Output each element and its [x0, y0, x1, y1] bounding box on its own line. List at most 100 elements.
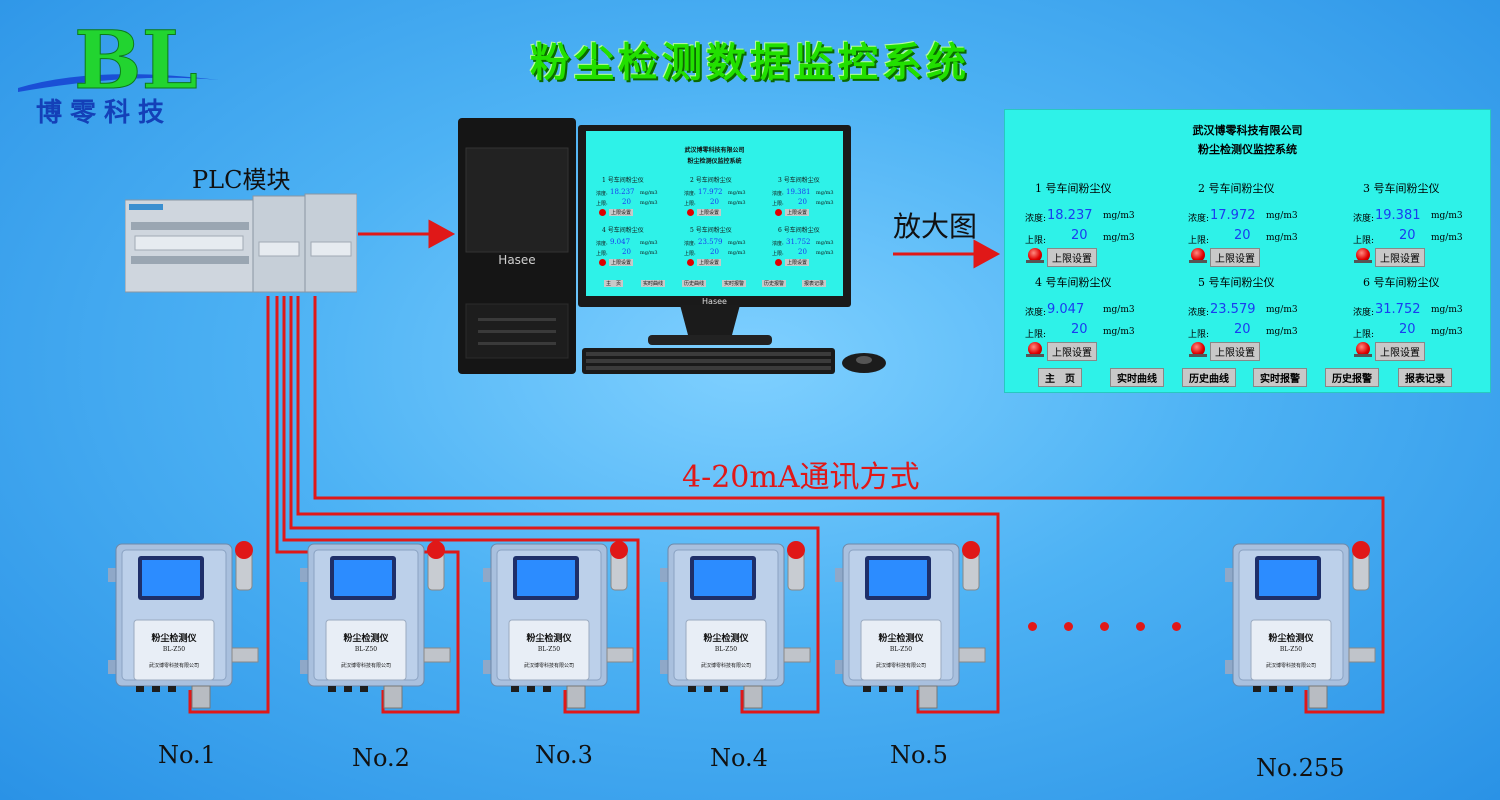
detector-model: BL-Z50: [537, 646, 561, 653]
mini-limit-label: 上限:: [684, 251, 696, 257]
nav-button[interactable]: 主 页: [1038, 368, 1082, 387]
plc-module-icon: [125, 193, 357, 293]
mini-conc-label: 浓度:: [684, 241, 696, 247]
mini-limit-value: 20: [622, 248, 631, 256]
conc-unit: mg/m3: [1266, 305, 1298, 315]
mini-limit-button[interactable]: 上限设置: [609, 209, 634, 216]
mini-limit-unit: mg/m3: [816, 250, 834, 256]
mini-conc-label: 浓度:: [772, 191, 784, 197]
mini-conc-unit: mg/m3: [640, 240, 658, 246]
mini-unit-name: 1 号车间粉尘仪: [602, 177, 644, 184]
nav-button[interactable]: 历史曲线: [1182, 368, 1236, 387]
mini-limit-unit: mg/m3: [816, 200, 834, 206]
unit-name: 5 号车间粉尘仪: [1198, 276, 1275, 289]
limit-value: 20: [1399, 322, 1416, 337]
logo-letters: BL: [74, 13, 198, 107]
ellipsis-dot: [1136, 622, 1145, 631]
monitor-brand: Hasee: [702, 297, 727, 306]
conc-label: 浓度:: [1353, 214, 1375, 224]
limit-setting-button[interactable]: 上限设置: [1047, 248, 1097, 267]
concentration-value: 17.972: [1210, 208, 1256, 223]
unit-name: 3 号车间粉尘仪: [1363, 182, 1440, 195]
limit-value: 20: [1234, 322, 1251, 337]
detector-maker: 武汉博零科技有限公司: [875, 663, 926, 669]
unit-name: 2 号车间粉尘仪: [1198, 182, 1275, 195]
mini-nav-button[interactable]: 实时报警: [722, 280, 747, 287]
detector-title: 粉尘检测仪: [151, 634, 197, 644]
detector-title: 粉尘检测仪: [878, 634, 924, 644]
detector-model: BL-Z50: [1279, 646, 1303, 653]
nav-button[interactable]: 实时报警: [1253, 368, 1307, 387]
wire-no3: [282, 296, 640, 714]
limit-label: 上限:: [1025, 330, 1047, 340]
mini-limit-unit: mg/m3: [728, 200, 746, 206]
detector-maker: 武汉博零科技有限公司: [523, 663, 574, 669]
mini-conc-value: 19.381: [786, 188, 811, 196]
mini-alarm-icon: [775, 259, 782, 266]
mini-limit-label: 上限:: [596, 251, 608, 257]
logo-icon: BL: [18, 13, 219, 108]
concentration-value: 18.237: [1047, 208, 1093, 223]
limit-setting-button[interactable]: 上限设置: [1375, 342, 1425, 361]
mini-limit-label: 上限:: [772, 251, 784, 257]
mini-nav-button[interactable]: 历史报警: [762, 280, 787, 287]
brand-name: 博零科技: [36, 98, 173, 128]
nav-button[interactable]: 实时曲线: [1110, 368, 1164, 387]
monitor-stand-icon: [648, 305, 772, 345]
mini-limit-button[interactable]: 上限设置: [785, 259, 810, 266]
detector-maker: 武汉博零科技有限公司: [700, 663, 751, 669]
ellipsis-dot: [1100, 622, 1109, 631]
mini-unit-name: 3 号车间粉尘仪: [778, 177, 820, 184]
mini-limit-label: 上限:: [772, 201, 784, 207]
mini-limit-button[interactable]: 上限设置: [785, 209, 810, 216]
panel-company: 武汉博零科技有限公司: [1192, 124, 1303, 137]
concentration-value: 9.047: [1047, 302, 1085, 317]
mini-nav-button[interactable]: 历史曲线: [682, 280, 707, 287]
ellipsis-dot: [1172, 622, 1181, 631]
mini-conc-label: 浓度:: [772, 241, 784, 247]
dust-detector: 粉尘检测仪 BL-Z50 武汉博零科技有限公司: [835, 540, 995, 715]
limit-setting-button[interactable]: 上限设置: [1375, 248, 1425, 267]
mini-conc-unit: mg/m3: [640, 190, 658, 196]
limit-setting-button[interactable]: 上限设置: [1210, 342, 1260, 361]
mini-nav-button[interactable]: 报表记录: [802, 280, 827, 287]
alarm-light-icon: [1189, 342, 1207, 357]
nav-button[interactable]: 历史报警: [1325, 368, 1379, 387]
conc-unit: mg/m3: [1431, 305, 1463, 315]
conc-label: 浓度:: [1188, 214, 1210, 224]
limit-label: 上限:: [1353, 236, 1375, 246]
panel-system-title: 粉尘检测仪监控系统: [1198, 143, 1297, 156]
conc-label: 浓度:: [1025, 214, 1047, 224]
limit-value: 20: [1399, 228, 1416, 243]
nav-button[interactable]: 报表记录: [1398, 368, 1452, 387]
conc-unit: mg/m3: [1103, 305, 1135, 315]
ellipsis-dot: [1028, 622, 1037, 631]
conc-unit: mg/m3: [1103, 211, 1135, 221]
detector-number: No.4: [710, 744, 768, 772]
mini-nav-button[interactable]: 实时曲线: [641, 280, 666, 287]
limit-setting-button[interactable]: 上限设置: [1210, 248, 1260, 267]
mini-alarm-icon: [687, 259, 694, 266]
detector-model: BL-Z50: [354, 646, 378, 653]
mini-limit-button[interactable]: 上限设置: [609, 259, 634, 266]
mini-limit-button[interactable]: 上限设置: [697, 259, 722, 266]
conc-unit: mg/m3: [1431, 211, 1463, 221]
limit-label: 上限:: [1025, 236, 1047, 246]
mini-alarm-icon: [599, 259, 606, 266]
mouse-icon: [842, 353, 886, 373]
mini-limit-button[interactable]: 上限设置: [697, 209, 722, 216]
mini-nav-button[interactable]: 主 页: [604, 280, 624, 287]
limit-setting-button[interactable]: 上限设置: [1047, 342, 1097, 361]
limit-value: 20: [1234, 228, 1251, 243]
mini-limit-value: 20: [710, 198, 719, 206]
mini-limit-value: 20: [798, 248, 807, 256]
signal-wires: [188, 296, 1385, 714]
limit-label: 上限:: [1188, 236, 1210, 246]
plc-label: PLC模块: [192, 166, 291, 194]
mini-limit-value: 20: [710, 248, 719, 256]
detector-model: BL-Z50: [714, 646, 738, 653]
detector-model: BL-Z50: [889, 646, 913, 653]
